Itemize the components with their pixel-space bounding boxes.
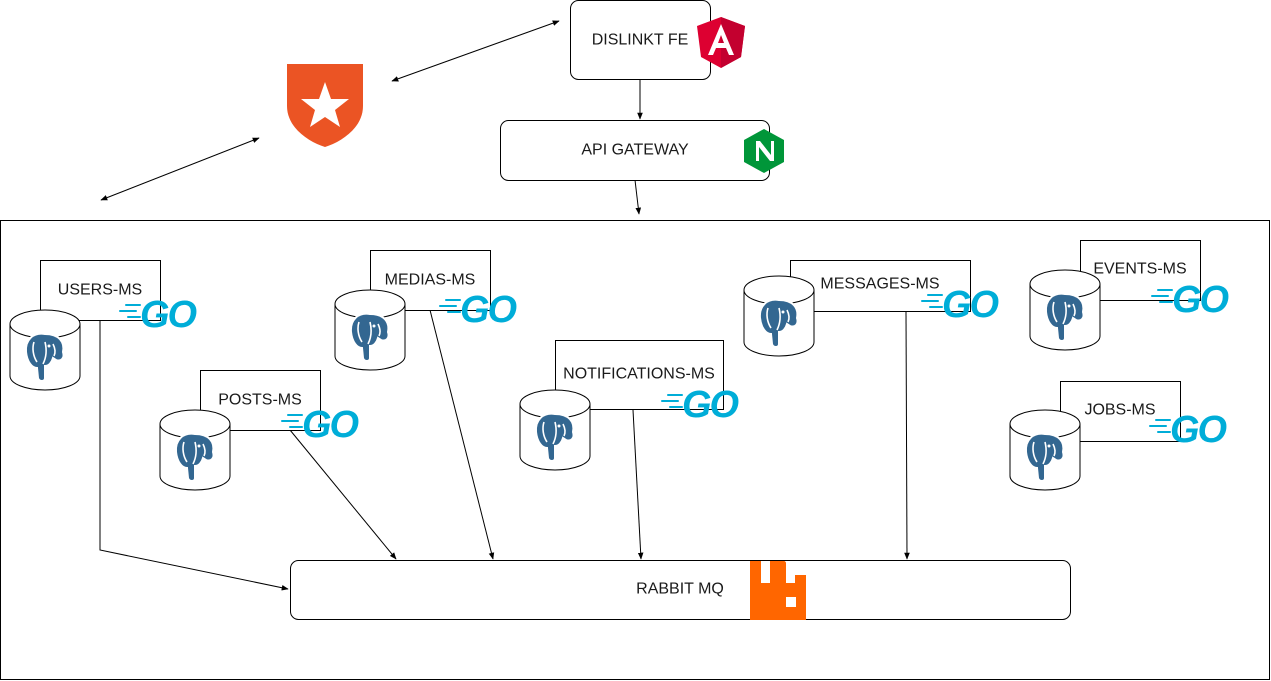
posts-postgresql-icon [159, 409, 231, 491]
notifications-ms-label: NOTIFICATIONS-MS [563, 366, 715, 383]
rabbitmq-label: RABBIT MQ [636, 581, 724, 598]
messages-postgresql-icon [743, 275, 815, 357]
edge-auth-frontend [391, 20, 560, 82]
auth0-icon [287, 64, 363, 147]
notifications-postgresql-icon [519, 389, 591, 471]
edge-posts-rabbit [289, 429, 397, 560]
gateway-label: API GATEWAY [581, 142, 689, 159]
frontend-node[interactable]: DISLINKT FE [570, 0, 711, 80]
rabbitmq-icon [750, 561, 806, 620]
angular-icon [697, 17, 745, 68]
backend-boundary [0, 220, 1270, 680]
medias-ms-label: MEDIAS-MS [385, 272, 476, 289]
gateway-node[interactable]: API GATEWAY [500, 120, 770, 181]
edge-notifications-rabbit [632, 409, 644, 560]
events-ms-label: EVENTS-MS [1093, 261, 1186, 278]
medias-postgresql-icon [334, 289, 406, 371]
posts-ms-label: POSTS-MS [218, 392, 302, 409]
jobs-ms-label: JOBS-MS [1084, 402, 1155, 419]
posts-ms-node[interactable]: POSTS-MS [200, 370, 321, 431]
edge-medias-rabbit [429, 309, 495, 560]
edge-users-rabbit [99, 320, 289, 591]
jobs-postgresql-icon [1009, 409, 1081, 491]
edge-gateway-backend [634, 179, 642, 215]
edges [99, 20, 910, 591]
users-postgresql-icon [9, 309, 81, 391]
edge-messages-rabbit [904, 311, 910, 560]
frontend-label: DISLINKT FE [592, 32, 689, 49]
nginx-icon [744, 129, 784, 173]
rabbitmq-node[interactable]: RABBIT MQ [290, 560, 1071, 620]
messages-ms-label: MESSAGES-MS [820, 276, 939, 293]
edge-auth-backend [100, 137, 260, 201]
events-postgresql-icon [1029, 269, 1101, 351]
users-ms-label: USERS-MS [58, 282, 142, 299]
